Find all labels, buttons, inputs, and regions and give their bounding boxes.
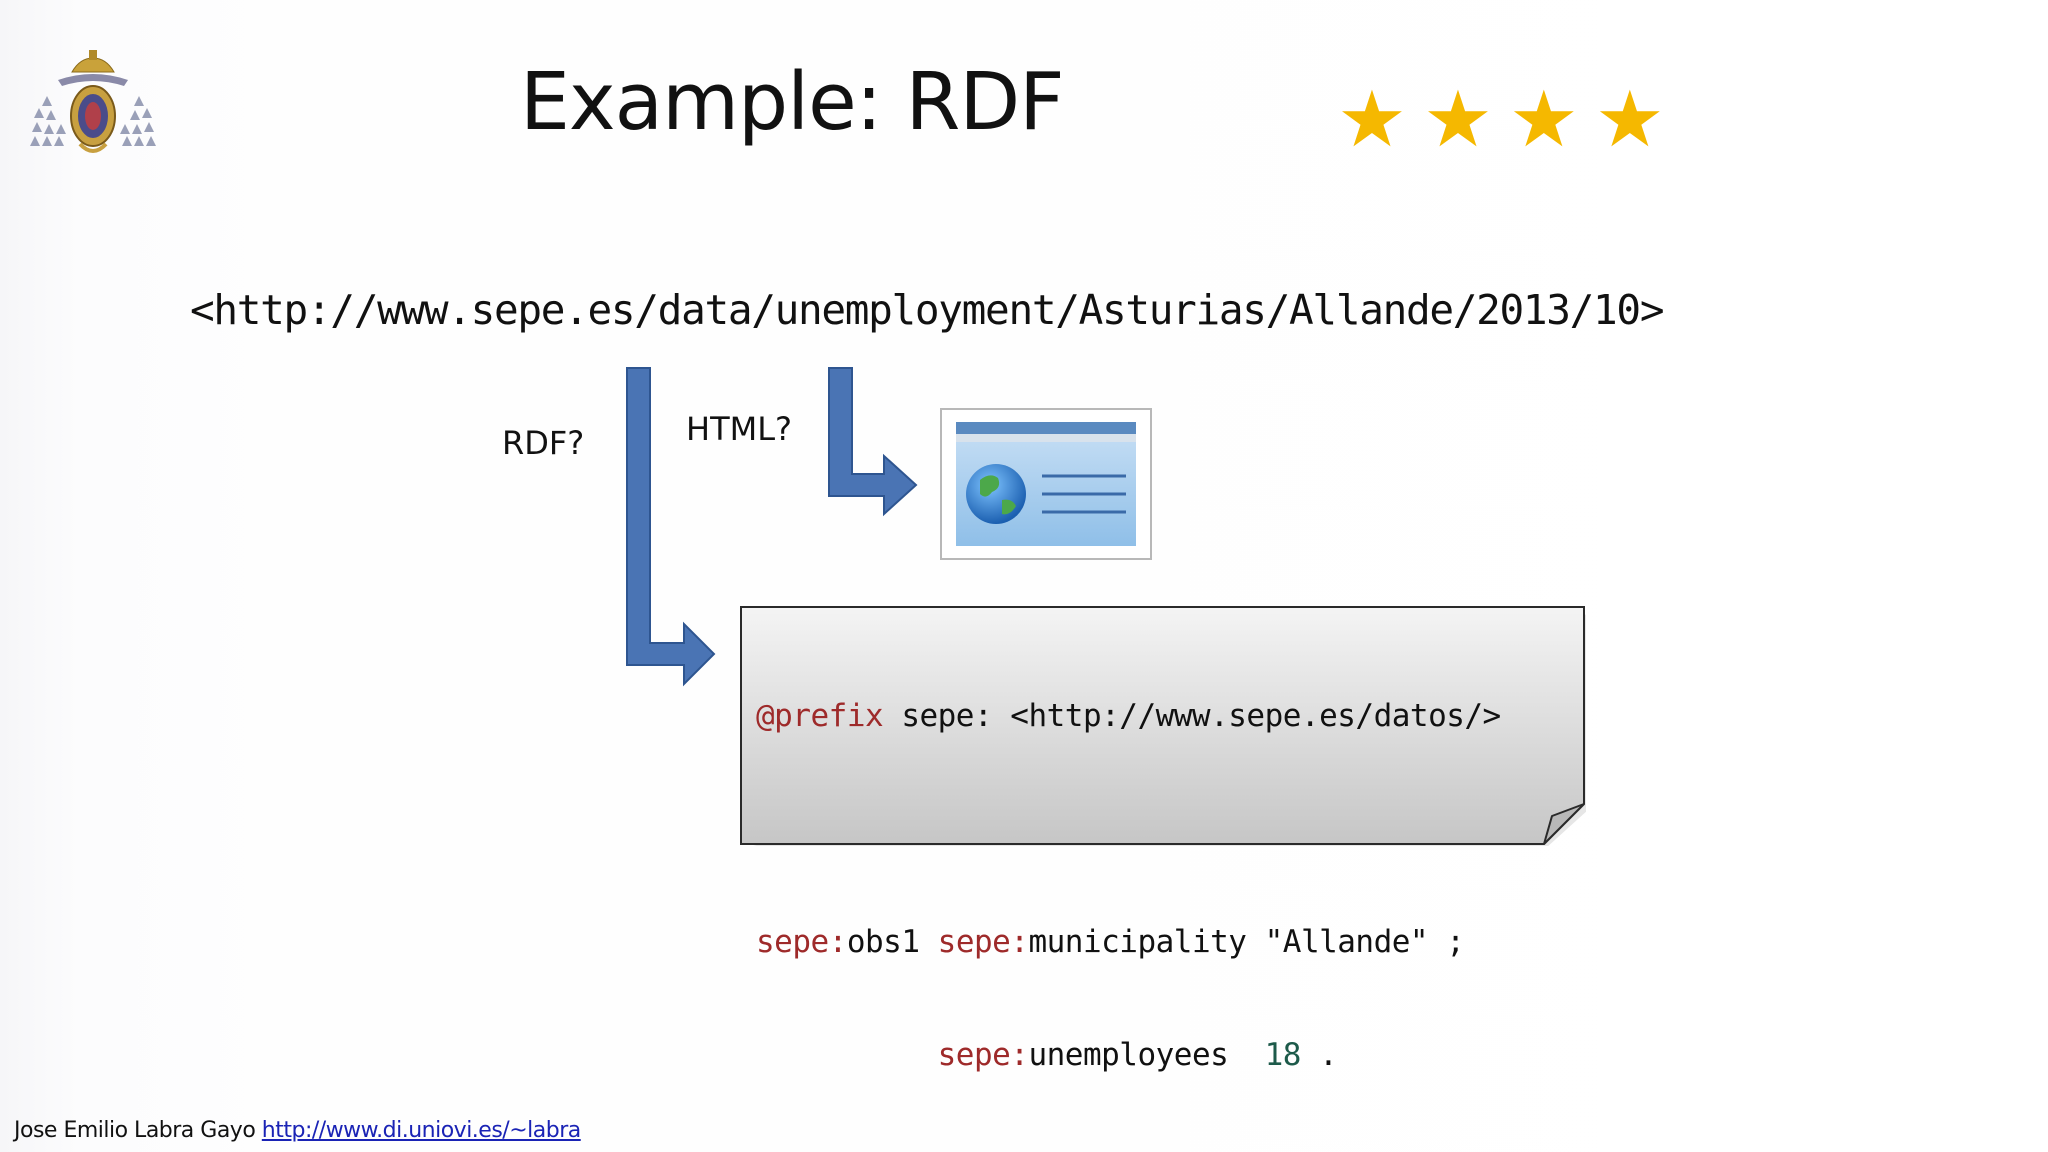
rdf-arrow <box>626 367 716 687</box>
university-crest-logo <box>30 50 156 153</box>
star-rating: ★ ★ ★ ★ <box>1337 80 1665 160</box>
star-icon: ★ <box>1337 75 1407 165</box>
code-prefix: sepe: <box>937 1037 1029 1073</box>
code-text: sepe: <http://www.sepe.es/datos/> <box>883 698 1501 734</box>
code-terminator: . <box>1300 1037 1338 1073</box>
resource-uri: <http://www.sepe.es/data/unemployment/As… <box>190 286 1665 334</box>
rdf-label: RDF? <box>502 424 585 462</box>
html-label: HTML? <box>686 410 793 448</box>
star-icon: ★ <box>1508 75 1579 165</box>
star-icon: ★ <box>1422 75 1493 165</box>
code-keyword: @prefix <box>756 698 884 734</box>
turtle-code-box <box>740 606 1586 846</box>
code-line-empty <box>756 809 1501 850</box>
code-line-prefix: @prefix sepe: <http://www.sepe.es/datos/… <box>756 696 1501 737</box>
code-predicate: unemployees <box>1028 1037 1265 1073</box>
code-prefix: sepe: <box>756 924 847 960</box>
code-predicate: municipality "Allande" ; <box>1028 924 1465 960</box>
footer: Jose Emilio Labra Gayo http://www.di.uni… <box>14 1118 581 1143</box>
turtle-code: @prefix sepe: <http://www.sepe.es/datos/… <box>756 624 1501 1148</box>
code-subject: obs1 <box>846 924 938 960</box>
code-indent <box>756 1037 938 1073</box>
footer-author: Jose Emilio Labra Gayo <box>14 1118 262 1143</box>
code-line-triple-2: sepe:unemployees 18 . <box>756 1035 1501 1076</box>
footer-link[interactable]: http://www.di.uniovi.es/~labra <box>261 1118 581 1143</box>
html-arrow <box>828 367 918 517</box>
web-page-globe-icon <box>940 408 1152 560</box>
code-prefix: sepe: <box>937 924 1029 960</box>
slide-title: Example: RDF <box>520 56 1065 148</box>
star-icon: ★ <box>1594 75 1665 165</box>
code-line-triple-1: sepe:obs1 sepe:municipality "Allande" ; <box>756 922 1501 963</box>
code-number: 18 <box>1264 1037 1302 1073</box>
